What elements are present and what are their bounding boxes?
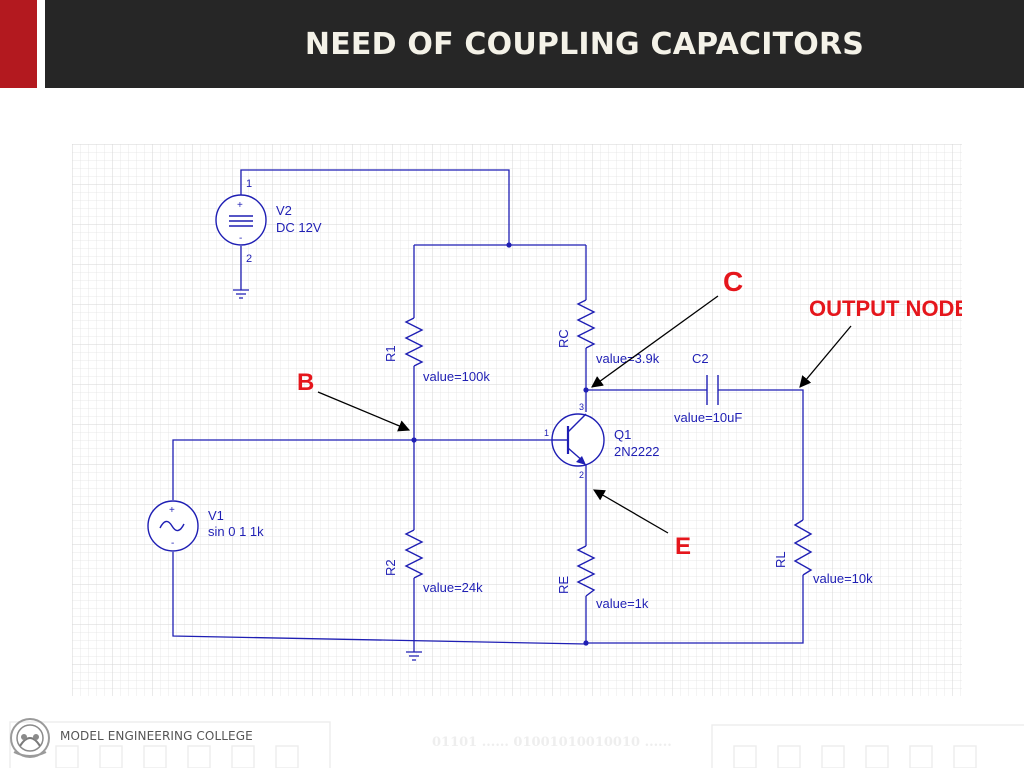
wires bbox=[172, 169, 804, 652]
ground-v2 bbox=[233, 289, 249, 299]
annotation-output-node: OUTPUT NODE bbox=[809, 296, 962, 321]
q1-name: Q1 bbox=[614, 427, 631, 442]
q1-pin-emitter: 2 bbox=[579, 470, 584, 480]
r1-name: R1 bbox=[383, 345, 398, 362]
resistor-rl bbox=[793, 519, 813, 576]
circuit-diagram: 1 + - 2 V2 DC 12V + - V1 sin 0 1 1k R1 v… bbox=[72, 144, 962, 696]
q1-pin-collector: 3 bbox=[579, 402, 584, 412]
slide-title: NEED OF COUPLING CAPACITORS bbox=[304, 26, 865, 62]
v1-value: sin 0 1 1k bbox=[208, 524, 264, 539]
rc-value: value=3.9k bbox=[596, 351, 660, 366]
c2-name: C2 bbox=[692, 351, 709, 366]
v2-value: DC 12V bbox=[276, 220, 322, 235]
resistor-r2 bbox=[404, 529, 424, 579]
arrow-e bbox=[592, 489, 669, 534]
source-v2 bbox=[215, 194, 267, 246]
grid-background bbox=[72, 144, 962, 696]
wire-base bbox=[172, 439, 565, 500]
annotation-b: B bbox=[297, 369, 314, 396]
component-labels: 1 + - 2 V2 DC 12V + - V1 sin 0 1 1k R1 v… bbox=[169, 178, 873, 611]
v2-minus: - bbox=[239, 233, 242, 244]
source-v1 bbox=[147, 500, 199, 552]
q1-model: 2N2222 bbox=[614, 444, 660, 459]
junction-dots bbox=[411, 242, 589, 646]
re-name: RE bbox=[556, 576, 571, 594]
arrow-b bbox=[317, 391, 411, 432]
r2-name: R2 bbox=[383, 559, 398, 576]
annotation-c: C bbox=[723, 266, 743, 297]
binary-decoration-text: 01101 ...... 01001010010010 ...... bbox=[432, 735, 672, 750]
resistors bbox=[404, 299, 813, 597]
r2-value: value=24k bbox=[423, 580, 483, 595]
q1-emitter-arrow bbox=[576, 456, 586, 465]
college-logo bbox=[10, 718, 50, 758]
rl-value: value=10k bbox=[813, 571, 873, 586]
annotation-labels: B C E OUTPUT NODE bbox=[297, 266, 962, 560]
v2-name: V2 bbox=[276, 203, 292, 218]
wire-v1-ground bbox=[172, 552, 587, 645]
resistor-rc bbox=[576, 299, 596, 349]
v1-name: V1 bbox=[208, 508, 224, 523]
c2-value: value=10uF bbox=[674, 410, 742, 425]
rc-name: RC bbox=[556, 329, 571, 348]
v2-pin-2: 2 bbox=[246, 253, 252, 265]
r1-value: value=100k bbox=[423, 369, 490, 384]
annotation-e: E bbox=[675, 533, 691, 560]
wire-c2-output bbox=[718, 389, 804, 520]
annotation-arrows bbox=[317, 295, 852, 534]
v1-plus: + bbox=[169, 505, 175, 516]
v1-minus: - bbox=[171, 538, 174, 549]
header-accent-bar bbox=[0, 0, 37, 88]
v2-plus: + bbox=[237, 200, 243, 211]
college-name: MODEL ENGINEERING COLLEGE bbox=[60, 729, 253, 743]
resistor-r1 bbox=[404, 317, 424, 367]
arrow-output bbox=[799, 325, 852, 388]
wire-rl-bottom bbox=[586, 575, 804, 644]
v2-pin-1: 1 bbox=[246, 178, 252, 190]
ground-r2 bbox=[406, 651, 422, 661]
q1-pin-base: 1 bbox=[544, 428, 549, 438]
arrow-c bbox=[591, 295, 719, 388]
rl-name: RL bbox=[773, 551, 788, 568]
resistor-re bbox=[576, 545, 596, 597]
capacitor-c2 bbox=[706, 375, 719, 405]
re-value: value=1k bbox=[596, 596, 649, 611]
header-bar: NEED OF COUPLING CAPACITORS bbox=[45, 0, 1024, 88]
footer-decoration bbox=[0, 712, 1024, 768]
transistor-q1 bbox=[551, 413, 605, 467]
wire-v2-top bbox=[240, 169, 510, 245]
ground-symbols bbox=[233, 289, 422, 661]
